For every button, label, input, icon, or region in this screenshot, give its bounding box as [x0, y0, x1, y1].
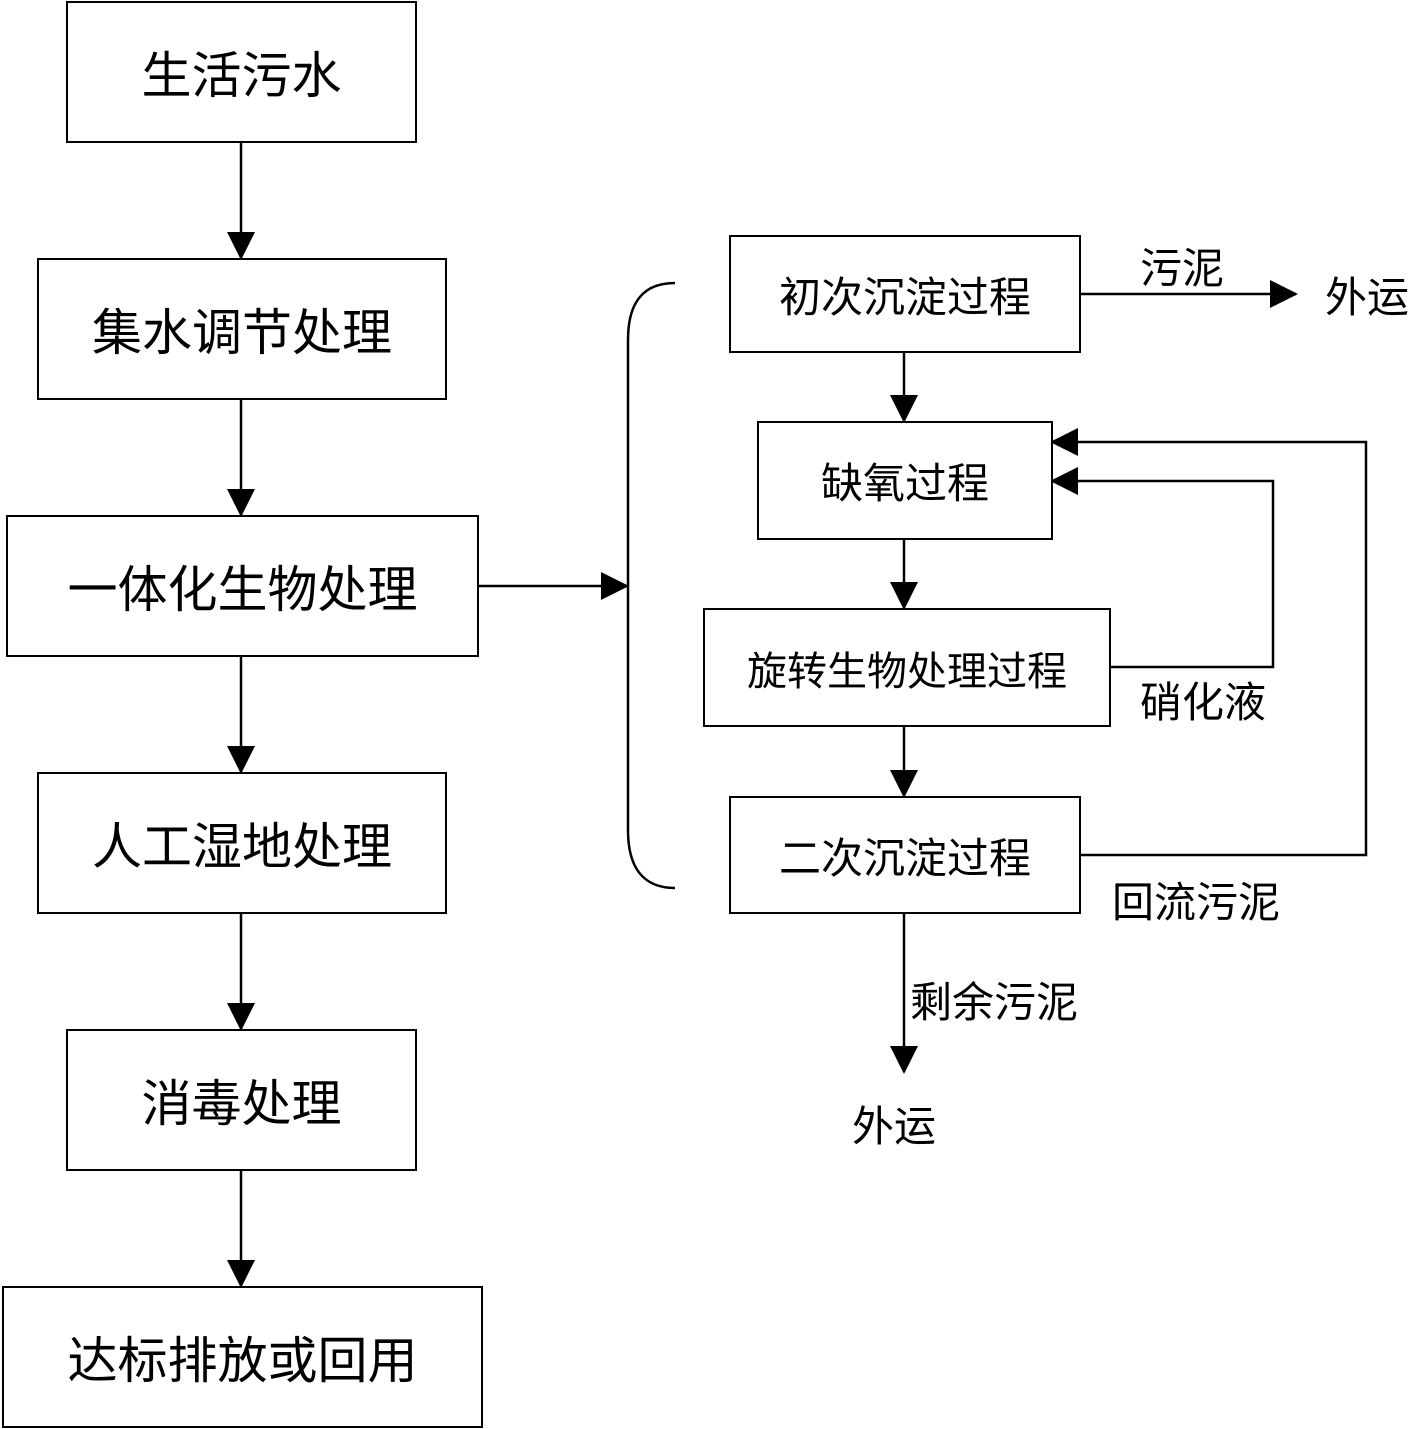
label-sludge: 污泥 — [1140, 244, 1225, 293]
box-domestic-sewage: 生活污水 — [66, 1, 417, 143]
box-label: 初次沉淀过程 — [778, 272, 1031, 322]
label-nitrified-liquid: 硝化液 — [1140, 678, 1267, 727]
label-excess-sludge: 剩余污泥 — [910, 978, 1079, 1027]
box-constructed-wetland: 人工湿地处理 — [37, 772, 447, 914]
box-integrated-bio: 一体化生物处理 — [6, 515, 479, 657]
box-label: 人工湿地处理 — [92, 818, 392, 876]
box-label: 一体化生物处理 — [67, 561, 418, 619]
box-label: 旋转生物处理过程 — [747, 648, 1067, 695]
box-primary-sedimentation: 初次沉淀过程 — [729, 235, 1081, 353]
box-label: 缺氧过程 — [820, 459, 989, 508]
box-label: 生活污水 — [141, 47, 342, 105]
nitrified-liquid-loop — [1110, 479, 1275, 669]
box-secondary-sedimentation: 二次沉淀过程 — [729, 796, 1081, 914]
box-label: 消毒处理 — [141, 1075, 342, 1133]
label-transport-out-bottom: 外运 — [852, 1102, 937, 1151]
label-return-sludge: 回流污泥 — [1112, 878, 1281, 927]
return-sludge-loop — [1080, 440, 1368, 857]
box-label: 二次沉淀过程 — [778, 833, 1031, 883]
label-transport-out-top: 外运 — [1325, 273, 1410, 322]
subprocess-brace — [626, 281, 676, 890]
box-anoxic: 缺氧过程 — [757, 421, 1053, 540]
box-collection-regulation: 集水调节处理 — [37, 258, 447, 400]
box-rotating-bio: 旋转生物处理过程 — [703, 608, 1111, 727]
box-discharge-reuse: 达标排放或回用 — [2, 1286, 483, 1428]
box-label: 集水调节处理 — [92, 304, 392, 362]
box-disinfection: 消毒处理 — [66, 1029, 417, 1171]
box-label: 达标排放或回用 — [67, 1332, 418, 1390]
